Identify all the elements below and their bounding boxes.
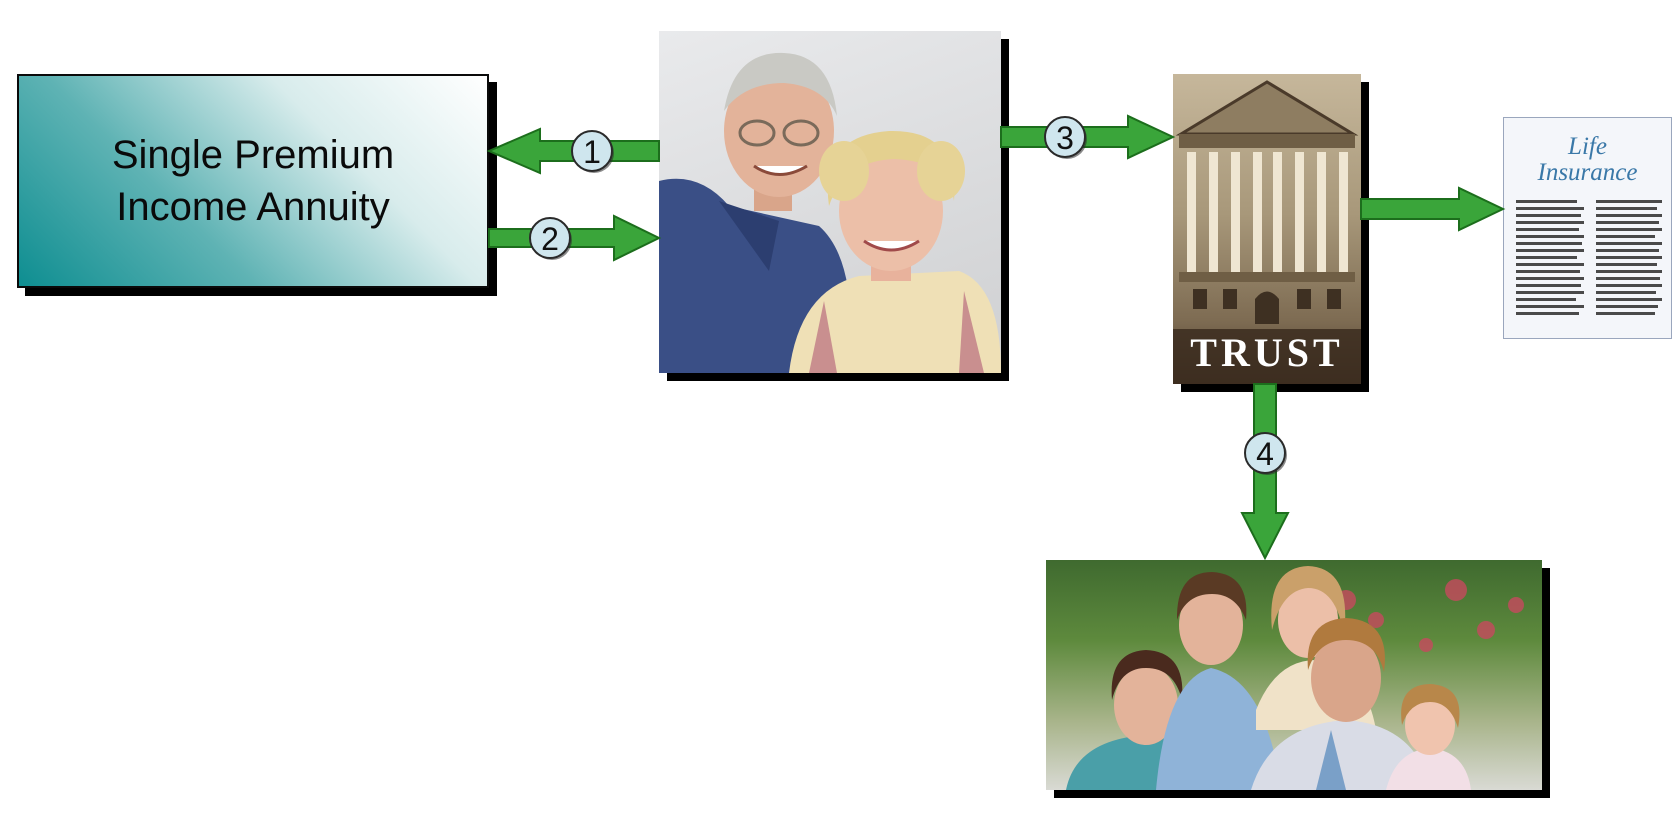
- life-insurance-title-line-2: Insurance: [1537, 159, 1638, 186]
- family-illustration: [1066, 566, 1524, 790]
- badge-4-label: 4: [1256, 436, 1274, 472]
- trust-building-photo: TRUST: [1173, 74, 1361, 384]
- document-text-lines-right: [1596, 200, 1662, 325]
- elderly-couple-illustration: [659, 52, 1001, 373]
- life-insurance-document: Life Insurance: [1503, 117, 1672, 339]
- life-insurance-title-line-1: Life: [1568, 133, 1607, 160]
- annuity-box: Single Premium Income Annuity: [17, 74, 489, 288]
- badge-4: 4: [1244, 432, 1287, 475]
- elderly-couple-photo: [659, 31, 1001, 373]
- badge-2: 2: [529, 217, 572, 260]
- badge-3-label: 3: [1056, 120, 1074, 156]
- arrow-2-annuity-to-couple: [488, 214, 662, 262]
- trust-building-illustration: [1173, 80, 1361, 384]
- arrow-trust-to-life-insurance: [1360, 186, 1506, 232]
- badge-1: 1: [571, 130, 614, 173]
- badge-3: 3: [1044, 116, 1087, 159]
- annuity-label-line-2: Income Annuity: [116, 185, 390, 229]
- annuity-label: Single Premium Income Annuity: [112, 129, 394, 233]
- arrow-3-couple-to-trust: [1000, 114, 1176, 160]
- family-photo: [1046, 560, 1542, 790]
- document-text-lines-left: [1516, 200, 1584, 325]
- badge-1-label: 1: [583, 134, 601, 170]
- life-insurance-title: Life Insurance: [1504, 134, 1671, 186]
- badge-2-label: 2: [541, 221, 559, 257]
- trust-label: TRUST: [1190, 330, 1344, 375]
- annuity-label-line-1: Single Premium: [111, 133, 395, 177]
